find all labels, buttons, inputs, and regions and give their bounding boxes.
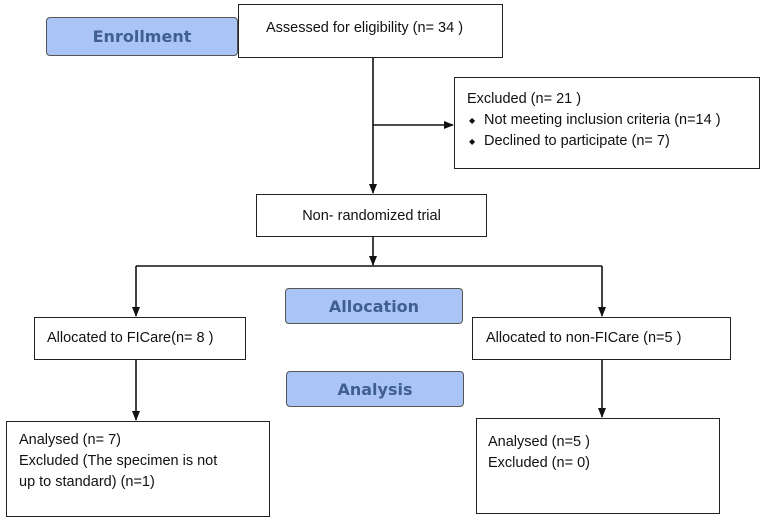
allocated-non-ficare-box: Allocated to non-FICare (n=5 ) (472, 317, 731, 360)
excluded-reasons-list: Not meeting inclusion criteria (n=14 ) D… (467, 110, 759, 152)
assessed-text: Assessed for eligibility (n= 34 ) (266, 20, 464, 36)
analysed-non-ficare-line: Excluded (n= 0) (488, 455, 590, 471)
non-randomized-trial-box: Non- randomized trial (256, 194, 487, 237)
analysed-ficare-line: Excluded (The specimen is not (19, 453, 218, 469)
allocated-non-ficare-text: Allocated to non-FICare (n=5 ) (486, 330, 682, 346)
analysed-ficare-line: up to standard) (n=1) (19, 474, 155, 490)
enrollment-stage-label: Enrollment (46, 17, 238, 56)
excluded-box: Excluded (n= 21 ) Not meeting inclusion … (454, 77, 760, 169)
non-randomized-text: Non- randomized trial (302, 208, 441, 224)
allocated-ficare-text: Allocated to FICare(n= 8 ) (47, 330, 214, 346)
allocation-label-text: Allocation (328, 296, 420, 316)
analysis-stage-label: Analysis (286, 371, 464, 407)
excluded-reason-item: Declined to participate (n= 7) (467, 131, 759, 152)
analysed-ficare-line: Analysed (n= 7) (19, 432, 121, 448)
allocated-ficare-box: Allocated to FICare(n= 8 ) (34, 317, 246, 360)
analysis-label-text: Analysis (337, 379, 413, 399)
excluded-reason-item: Not meeting inclusion criteria (n=14 ) (467, 110, 759, 131)
allocation-stage-label: Allocation (285, 288, 463, 324)
enrollment-label-text: Enrollment (92, 27, 192, 46)
analysed-non-ficare-box: Analysed (n=5 ) Excluded (n= 0) (476, 418, 720, 514)
excluded-title: Excluded (n= 21 ) (467, 91, 582, 107)
analysed-non-ficare-line: Analysed (n=5 ) (488, 434, 590, 450)
analysed-ficare-box: Analysed (n= 7) Excluded (The specimen i… (6, 421, 270, 517)
assessed-eligibility-box: Assessed for eligibility (n= 34 ) (238, 4, 503, 58)
